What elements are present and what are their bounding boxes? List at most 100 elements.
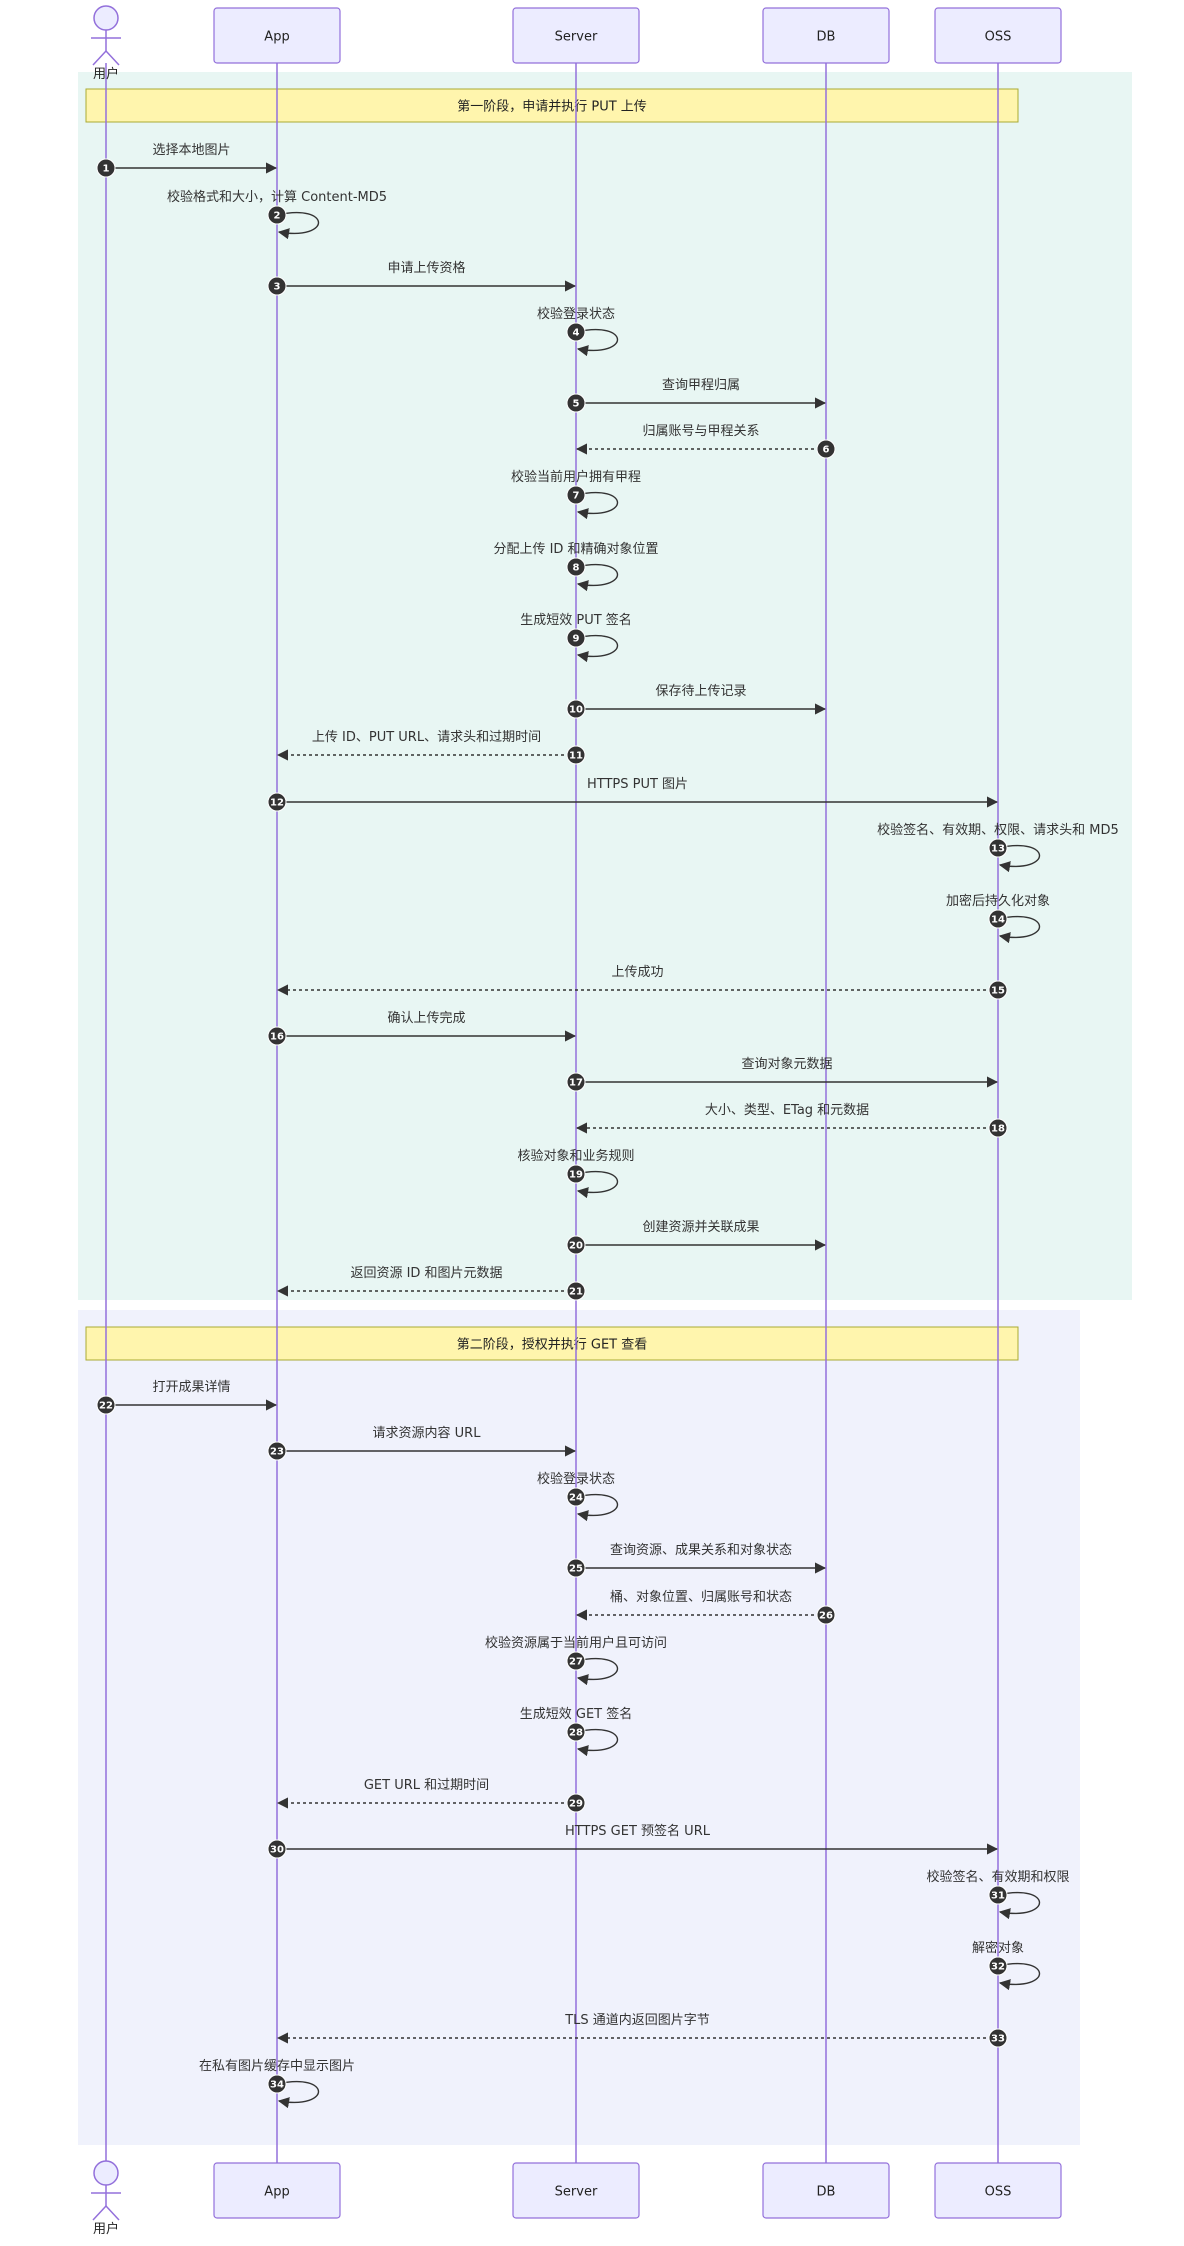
message-label: 校验签名、有效期、权限、请求头和 MD5 xyxy=(877,822,1119,838)
sequence-number: 7 xyxy=(573,491,580,502)
participant-app-top xyxy=(213,7,341,64)
message-label: 上传 ID、PUT URL、请求头和过期时间 xyxy=(312,730,541,745)
message-27: 校验资源属于当前用户且可访问 27 xyxy=(485,1635,667,1686)
sequence-number: 27 xyxy=(569,1657,583,1668)
message-26: 桶、对象位置、归属账号和状态 26 xyxy=(575,1590,836,1625)
participant-label: DB xyxy=(817,2185,836,2200)
message-line xyxy=(575,563,619,592)
sequence-number: 10 xyxy=(569,705,583,716)
sequence-number-badge xyxy=(566,485,586,505)
message-label: 创建资源并关联成果 xyxy=(642,1220,759,1235)
sequence-number-badge xyxy=(267,1026,287,1046)
message-label: 桶、对象位置、归属账号和状态 xyxy=(610,1590,792,1605)
sequence-number-badge xyxy=(566,322,586,342)
message-label: 核验对象和业务规则 xyxy=(517,1148,634,1164)
sequence-number-badge xyxy=(988,909,1008,929)
sequence-number: 26 xyxy=(819,1611,833,1622)
message-9: 生成短效 PUT 签名 9 xyxy=(520,612,632,663)
sequence-number-badge xyxy=(988,838,1008,858)
message-label: 解密对象 xyxy=(972,1940,1024,1956)
message-label: 申请上传资格 xyxy=(387,260,465,276)
sequence-number: 29 xyxy=(569,1799,583,1810)
sequence-number-badge xyxy=(566,393,586,413)
sequence-number-badge xyxy=(566,557,586,577)
sequence-number: 17 xyxy=(569,1078,583,1089)
sequence-number-badge xyxy=(816,1605,836,1625)
participant-oss-top xyxy=(934,7,1062,64)
message-label: 生成短效 PUT 签名 xyxy=(520,612,632,628)
message-label: 校验签名、有效期和权限 xyxy=(926,1869,1069,1885)
sequence-number: 15 xyxy=(991,986,1005,997)
participant-label: App xyxy=(264,2185,289,2200)
message-13: 校验签名、有效期、权限、请求头和 MD5 13 xyxy=(877,822,1119,873)
message-label: 查询对象元数据 xyxy=(741,1057,832,1072)
sequence-number-badge xyxy=(267,2074,287,2094)
sequence-number-badge xyxy=(267,205,287,225)
message-label: 查询甲程归属 xyxy=(662,378,740,393)
sequence-number-badge xyxy=(566,1651,586,1671)
message-line xyxy=(575,1728,619,1757)
message-label: 打开成果详情 xyxy=(152,1380,230,1395)
message-label: HTTPS GET 预签名 URL xyxy=(565,1823,711,1839)
sequence-number-badge xyxy=(566,1722,586,1742)
message-line xyxy=(997,844,1041,873)
sequence-number-badge xyxy=(988,1956,1008,1976)
message-label: 校验登录状态 xyxy=(537,306,615,322)
actor-label: 用户 xyxy=(93,2221,119,2237)
sequence-number: 24 xyxy=(569,1493,583,1504)
participant-label: OSS xyxy=(985,30,1012,45)
sequence-number: 30 xyxy=(270,1845,284,1856)
message-line xyxy=(276,211,320,240)
phase-title: 第一阶段，申请并执行 PUT 上传 xyxy=(457,100,647,115)
sequence-number-badge xyxy=(96,158,116,178)
sequence-number-badge xyxy=(566,628,586,648)
message-label: 返回资源 ID 和图片元数据 xyxy=(350,1266,502,1281)
sequence-number: 5 xyxy=(573,399,580,410)
message-label: 校验资源属于当前用户且可访问 xyxy=(485,1635,667,1651)
sequence-number: 9 xyxy=(573,634,580,645)
message-label: 确认上传完成 xyxy=(387,1011,465,1026)
sequence-number-badge xyxy=(816,439,836,459)
message-line xyxy=(575,1657,619,1686)
message-line xyxy=(575,491,619,520)
message-label: 请求资源内容 URL xyxy=(373,1425,482,1441)
sequence-number-badge xyxy=(267,792,287,812)
sequence-number-badge xyxy=(566,1235,586,1255)
message-label: 归属账号与甲程关系 xyxy=(642,424,759,439)
sequence-number-badge xyxy=(988,1885,1008,1905)
message-label: 保存待上传记录 xyxy=(655,684,746,699)
participant-db-top xyxy=(762,7,890,64)
message-3: 申请上传资格 3 xyxy=(267,260,577,296)
message-30: HTTPS GET 预签名 URL 30 xyxy=(267,1823,999,1859)
message-label: 选择本地图片 xyxy=(152,143,230,158)
message-label: 加密后持久化对象 xyxy=(946,893,1050,909)
participant-label: OSS xyxy=(985,2185,1012,2200)
sequence-number-badge xyxy=(566,1281,586,1301)
sequence-number: 31 xyxy=(991,1891,1005,1902)
message-label: HTTPS PUT 图片 xyxy=(587,777,688,792)
sequence-number: 13 xyxy=(991,844,1005,855)
sequence-number-badge xyxy=(566,1793,586,1813)
message-line xyxy=(575,634,619,663)
sequence-number: 3 xyxy=(274,282,281,293)
participant-label: Server xyxy=(555,30,598,45)
message-label: TLS 通道内返回图片字节 xyxy=(564,2012,710,2028)
sequence-number: 12 xyxy=(270,798,284,809)
message-line xyxy=(997,1962,1041,1991)
sequence-number-badge xyxy=(566,1072,586,1092)
participant-server-top xyxy=(512,7,640,64)
sequence-number: 34 xyxy=(270,2080,284,2091)
message-label: 校验格式和大小，计算 Content-MD5 xyxy=(167,189,387,205)
